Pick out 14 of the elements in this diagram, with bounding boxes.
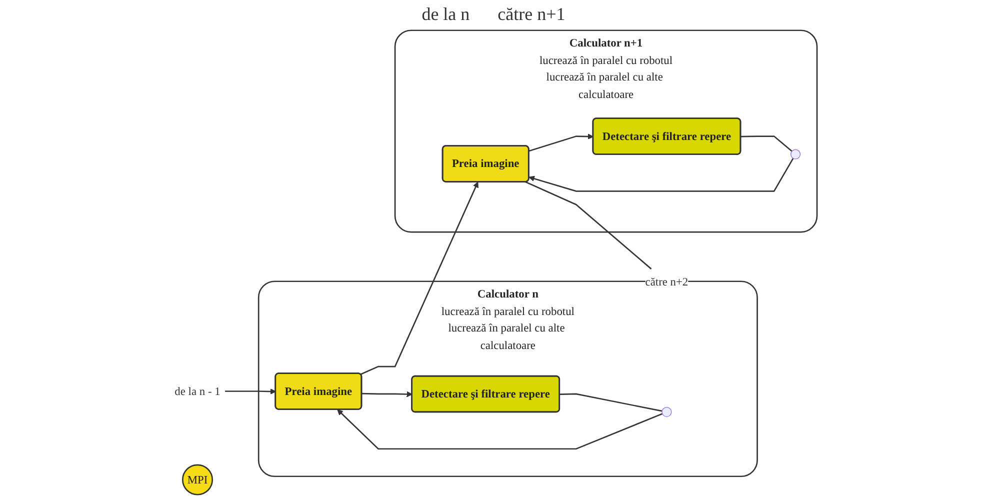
arrow bbox=[360, 182, 478, 375]
node-circle bbox=[790, 149, 801, 160]
arrow bbox=[337, 409, 663, 450]
node-circle: MPI bbox=[182, 464, 214, 496]
arrow bbox=[528, 158, 794, 192]
arrow bbox=[225, 388, 276, 394]
arrow bbox=[528, 134, 594, 152]
line-label: către n+1 bbox=[498, 4, 566, 25]
connector bbox=[740, 136, 792, 152]
connector bbox=[560, 393, 662, 412]
line-label: de la n bbox=[422, 4, 470, 25]
connector bbox=[525, 181, 652, 270]
arrow bbox=[362, 391, 412, 398]
node-circle bbox=[662, 406, 672, 418]
